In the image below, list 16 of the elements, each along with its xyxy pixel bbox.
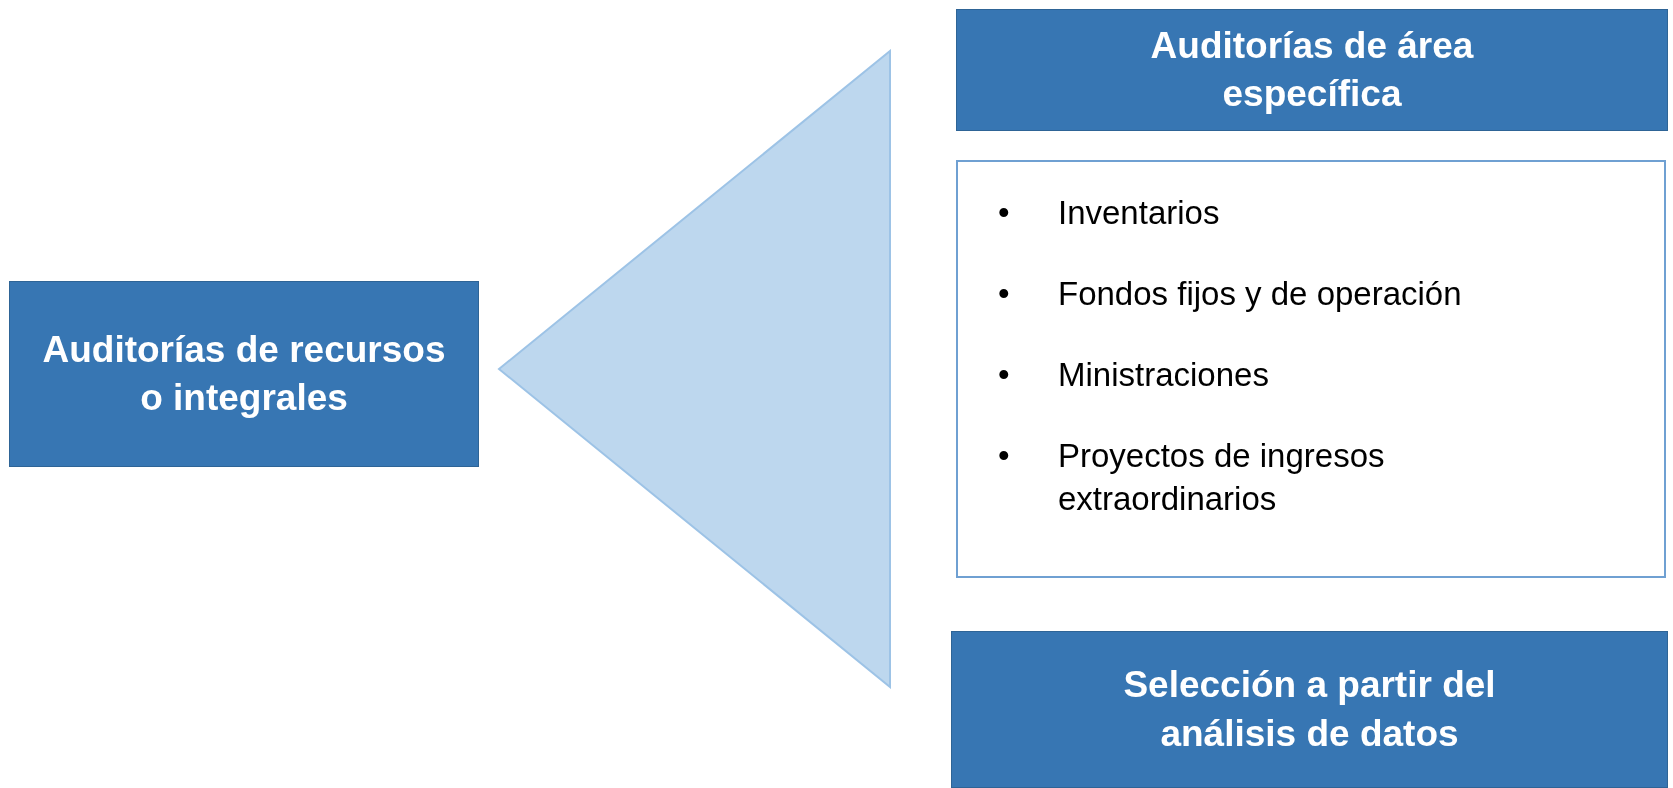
list-item: Ministraciones <box>1058 354 1269 395</box>
list-item: Fondos fijos y de operación <box>1058 273 1462 314</box>
bullet: • <box>998 435 1011 476</box>
box-title: Auditorías de área específica <box>1149 23 1475 116</box>
list-item: Inventarios <box>1058 193 1220 233</box>
title-box <box>956 9 1668 131</box>
title-box <box>9 281 479 467</box>
list-box <box>956 160 1666 578</box>
list-item: Proyectos de ingresos extraordinarios <box>1058 435 1386 519</box>
box-title: Selección a partir del análisis de datos <box>1122 663 1497 756</box>
bullet: • <box>998 193 1011 233</box>
triangle-shape <box>497 49 891 689</box>
title-box <box>951 631 1668 788</box>
bullet: • <box>998 354 1011 395</box>
bullet: • <box>998 273 1011 314</box>
box-title: Auditorías de recursos o integrales <box>41 327 447 420</box>
